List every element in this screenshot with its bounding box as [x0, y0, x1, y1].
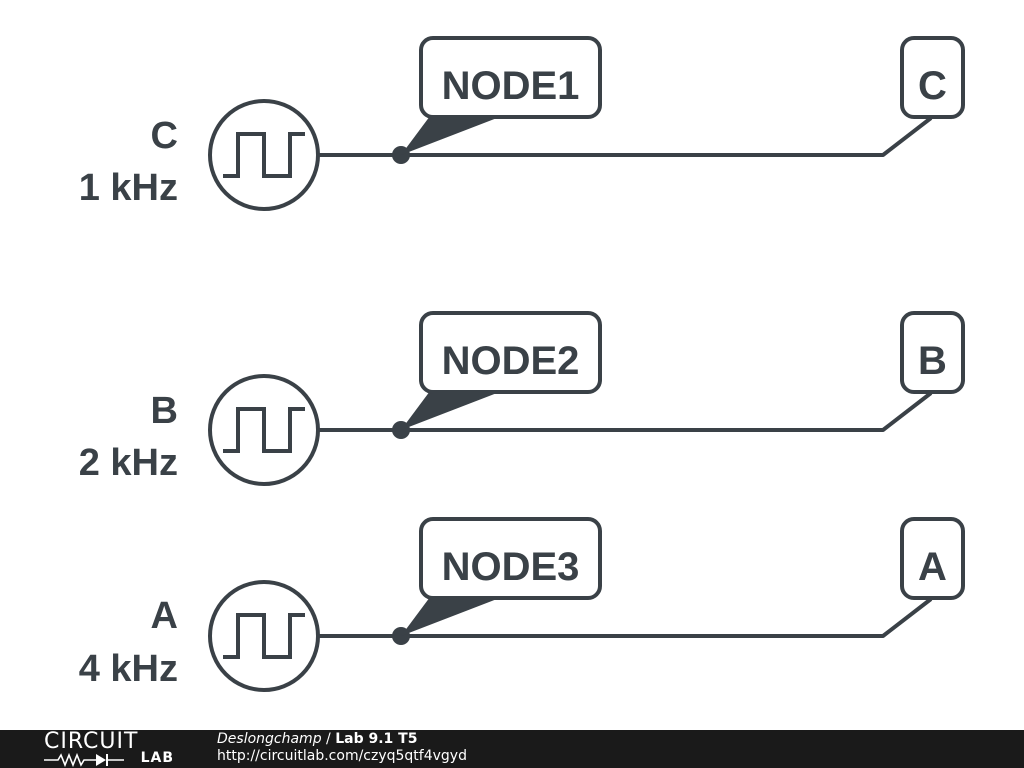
- schematic-url-link[interactable]: http://circuitlab.com/czyq5qtf4vgyd: [217, 748, 467, 764]
- source-row-2: B 2 kHz NODE2 B: [79, 311, 965, 486]
- source-name-2: B: [151, 390, 178, 432]
- footer-bar: CIRCUIT LAB Deslongchamp / Lab 9.1 T5 ht…: [0, 730, 1024, 768]
- output-label-text-2: B: [918, 339, 947, 383]
- credit-separator: /: [321, 731, 336, 747]
- source-frequency-3: 4 kHz: [79, 648, 178, 690]
- wire-2[interactable]: [318, 391, 933, 432]
- source-frequency-1: 1 kHz: [79, 167, 178, 209]
- output-label-text-1: C: [918, 64, 947, 108]
- source-row-3: A 4 kHz NODE3 A: [79, 517, 965, 692]
- schematic-credit: Deslongchamp / Lab 9.1 T5 http://circuit…: [217, 731, 467, 765]
- output-label-tag-1[interactable]: C: [900, 36, 965, 119]
- output-label-text-3: A: [918, 545, 947, 589]
- node-label-tag-2[interactable]: NODE2: [419, 311, 602, 394]
- output-label-box: [900, 311, 965, 394]
- square-wave-icon: [223, 613, 305, 659]
- output-label-box: [900, 36, 965, 119]
- brand-top-text: CIRCUIT: [44, 729, 139, 754]
- node-label-text-2: NODE2: [442, 339, 580, 383]
- source-row-1: C 1 kHz NODE1 C: [79, 36, 965, 211]
- brand-bottom-text: LAB: [140, 750, 174, 766]
- node-tag-pointer-2: [401, 387, 497, 430]
- node-label-box: [419, 311, 602, 394]
- wire-1[interactable]: [318, 116, 933, 157]
- node-label-box: [419, 517, 602, 600]
- output-label-tag-3[interactable]: A: [900, 517, 965, 600]
- square-wave-source-2[interactable]: [208, 374, 320, 486]
- node-label-tag-1[interactable]: NODE1: [419, 36, 602, 119]
- schematic-title-link[interactable]: Lab 9.1 T5: [335, 731, 418, 747]
- node-label-text-1: NODE1: [442, 64, 580, 108]
- resistor-diode-icon: [44, 752, 124, 767]
- output-label-tag-2[interactable]: B: [900, 311, 965, 394]
- node-tag-pointer-3: [401, 593, 497, 636]
- square-wave-source-1[interactable]: [208, 99, 320, 211]
- square-wave-source-3[interactable]: [208, 580, 320, 692]
- brand-bottom: LAB: [44, 750, 174, 767]
- node-label-tag-3[interactable]: NODE3: [419, 517, 602, 600]
- circuitlab-logo[interactable]: CIRCUIT LAB: [44, 731, 174, 767]
- square-wave-icon: [223, 132, 305, 178]
- output-label-box: [900, 517, 965, 600]
- node-label-box: [419, 36, 602, 119]
- node-tag-pointer-1: [401, 112, 497, 155]
- source-frequency-2: 2 kHz: [79, 442, 178, 484]
- node-label-text-3: NODE3: [442, 545, 580, 589]
- wire-3[interactable]: [318, 597, 933, 638]
- square-wave-icon: [223, 407, 305, 453]
- author-link[interactable]: Deslongchamp: [217, 731, 322, 747]
- schematic-canvas: C 1 kHz NODE1 C B 2 kHz NODE2: [79, 36, 965, 692]
- source-name-3: A: [151, 595, 178, 637]
- source-name-1: C: [151, 115, 178, 157]
